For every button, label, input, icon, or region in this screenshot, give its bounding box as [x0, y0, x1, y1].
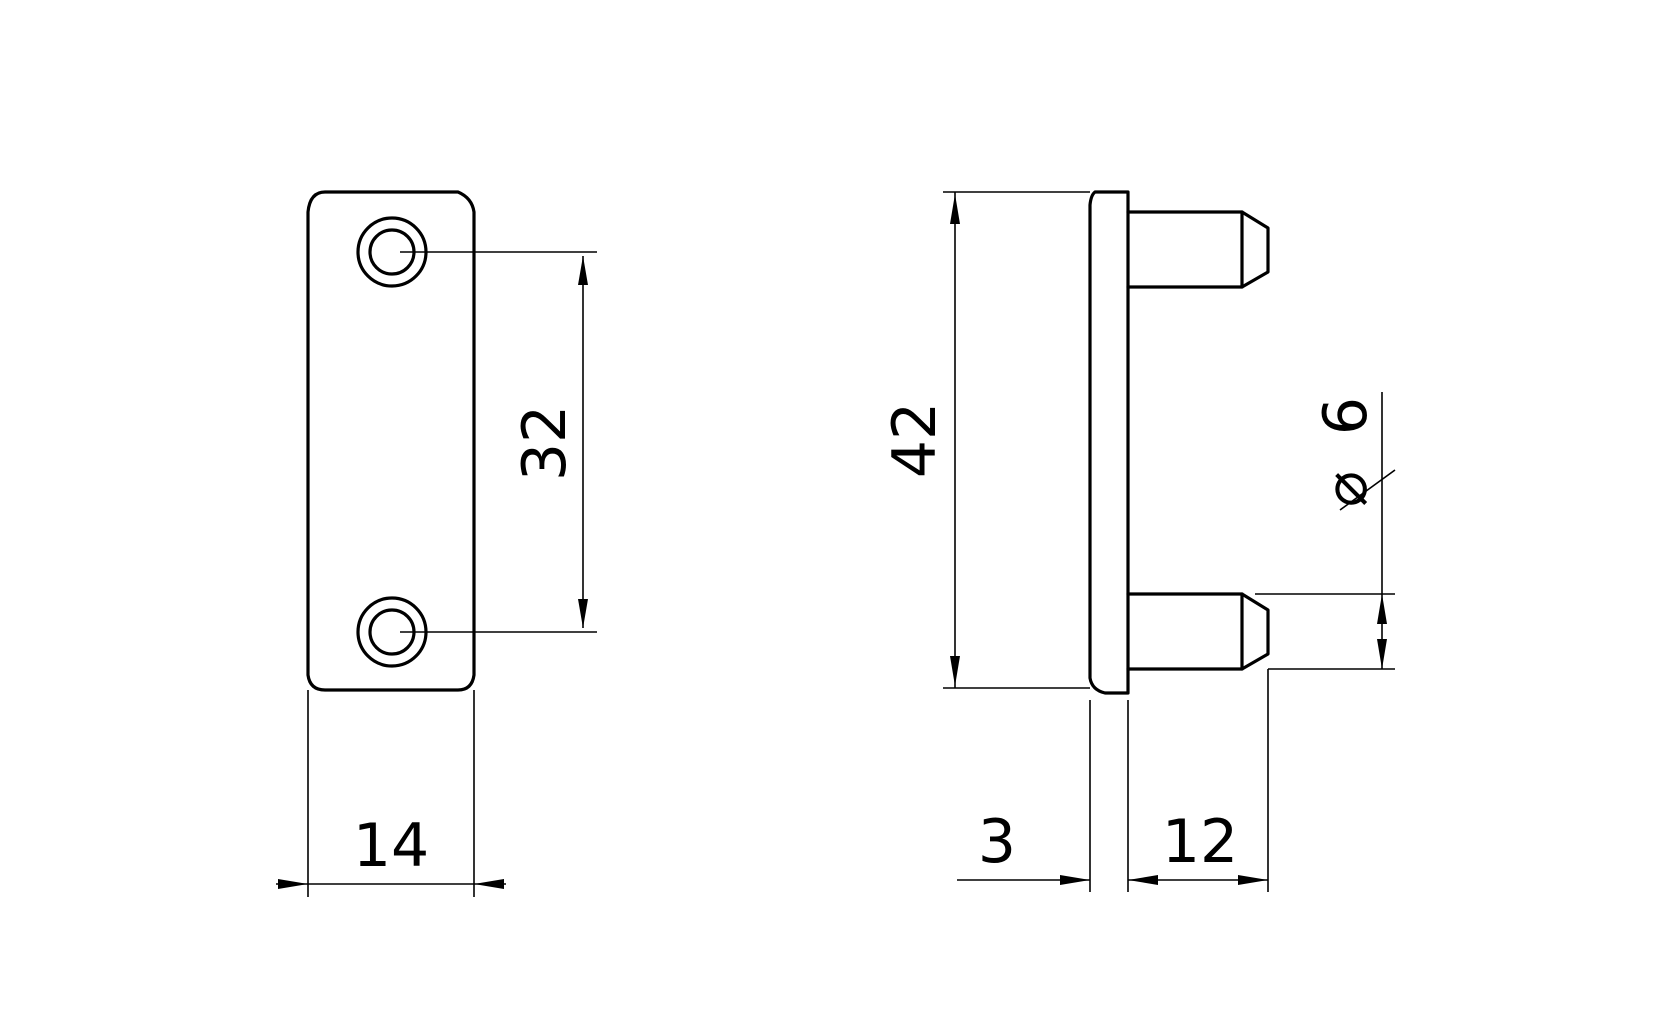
pin-bottom	[1126, 592, 1270, 671]
dimension-label-12: 12	[1162, 807, 1238, 877]
dimension-height: 42	[880, 191, 1090, 689]
dimension-thickness: 3	[957, 700, 1158, 892]
dimension-pin-diameter: ⌀ 6	[1255, 392, 1395, 670]
dimension-label-6: 6	[1311, 397, 1381, 435]
pin-top	[1126, 210, 1270, 289]
side-plate-outline	[1088, 190, 1130, 695]
dimension-width: 14	[276, 690, 506, 897]
dimension-pin-length: 12	[1128, 669, 1269, 892]
dimension-label-32: 32	[510, 405, 580, 481]
dimension-label-42: 42	[880, 402, 950, 478]
dimension-label-3: 3	[978, 807, 1016, 877]
dimension-hole-spacing: 32	[400, 251, 597, 633]
side-view	[1088, 190, 1270, 695]
dimension-label-14: 14	[353, 811, 429, 881]
diameter-symbol: ⌀	[1311, 471, 1381, 507]
plate-outline	[306, 190, 476, 692]
front-view	[306, 190, 476, 692]
